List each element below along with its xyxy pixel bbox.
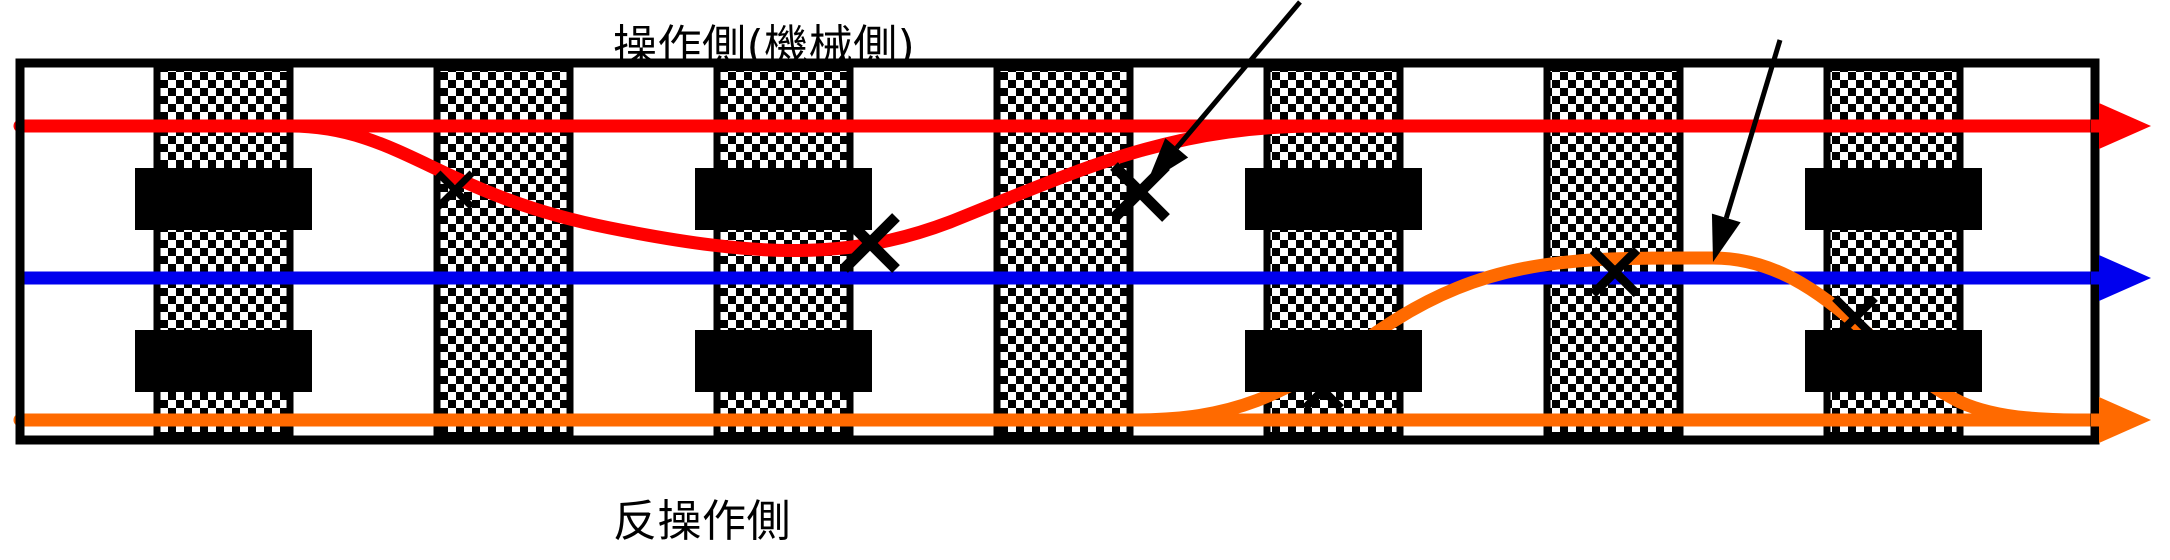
leader-orange-peak-shaft <box>1723 39 1783 219</box>
blue-line-arrow <box>2099 255 2151 301</box>
leader-arrow-group <box>1147 0 1783 262</box>
x-mark-1-stroke-b <box>435 170 475 210</box>
x-mark-6 <box>1832 295 1878 341</box>
x-mark-1 <box>435 170 475 210</box>
x-mark-5 <box>1589 246 1641 298</box>
red-line-arrow <box>2099 103 2151 149</box>
bearing-block-2-2 <box>695 330 872 392</box>
bearing-block-group <box>135 168 1982 392</box>
x-mark-4-stroke-b <box>1302 369 1344 411</box>
x-mark-4 <box>1302 369 1344 411</box>
orange-line-arrow <box>2099 397 2151 443</box>
bearing-block-4-2 <box>1805 330 1982 392</box>
frame-outline <box>15 58 2100 445</box>
mill-frame-rect <box>15 58 2100 445</box>
x-mark-5-stroke-b <box>1589 246 1641 298</box>
leader-top-label-shaft <box>1174 0 1302 150</box>
leader-orange-peak-head <box>1711 213 1741 262</box>
bearing-block-1-2 <box>135 330 312 392</box>
non-operator-side-label: 反操作側 <box>613 496 791 547</box>
x-mark-2 <box>840 213 900 273</box>
x-mark-2-stroke-b <box>840 213 900 273</box>
red-curve <box>13 119 2102 258</box>
bearing-block-3-1 <box>1245 168 1422 230</box>
leader-top-label <box>1147 0 1302 183</box>
bearing-block-1-1 <box>135 168 312 230</box>
line-arrowhead-group <box>2091 103 2151 443</box>
leader-top-label-head <box>1147 138 1189 183</box>
leader-orange-peak <box>1711 39 1783 262</box>
bearing-block-4-1 <box>1805 168 1982 230</box>
x-mark-6-stroke-b <box>1832 295 1878 341</box>
